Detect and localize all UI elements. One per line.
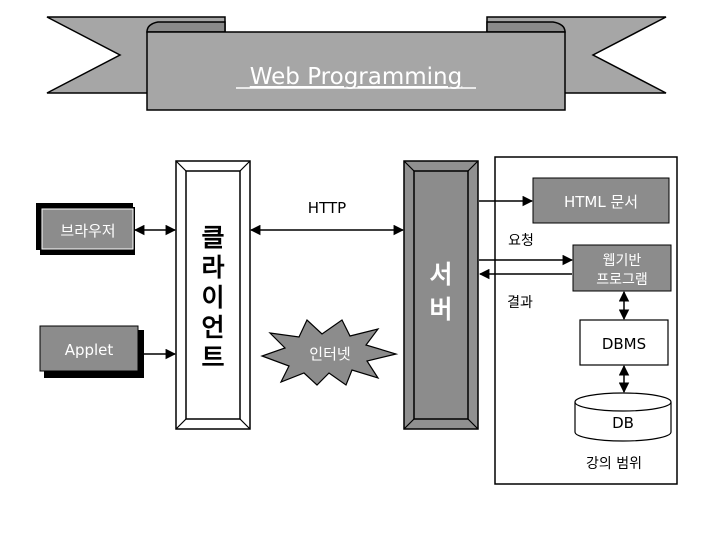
client-pillar: 클 라 이 언 트 [175, 160, 251, 430]
client-char-1: 클 [201, 223, 224, 252]
internet-burst: 인터넷 [260, 318, 399, 386]
web-program-label-line2: 프로그램 [596, 272, 648, 288]
browser-label: 브라우저 [60, 222, 115, 240]
html-document-label: HTML 문서 [564, 193, 638, 211]
server-char-1: 서 [429, 260, 452, 289]
lecture-scope-caption: 강의 범위 [586, 456, 642, 472]
request-label: 요청 [508, 233, 534, 249]
applet-node: Applet [39, 325, 144, 378]
banner-left-curl [146, 21, 226, 33]
client-char-4: 언 [201, 313, 224, 342]
title-banner: Web Programming [46, 16, 667, 111]
db-label: DB [612, 414, 634, 432]
dbms-label: DBMS [602, 335, 646, 353]
server-pillar: 서 버 [403, 160, 479, 430]
client-char-3: 이 [201, 283, 224, 312]
browser-node: 브라우저 [36, 203, 135, 255]
banner-right-curl [486, 21, 566, 33]
html-document-node: HTML 문서 [532, 177, 670, 224]
internet-label: 인터넷 [309, 345, 350, 363]
applet-label: Applet [65, 341, 114, 359]
result-label: 결과 [507, 295, 533, 311]
banner-title: Web Programming [250, 64, 462, 90]
http-label: HTTP [308, 199, 346, 217]
browser-box [41, 208, 134, 250]
applet-box [39, 325, 139, 372]
client-char-5: 트 [201, 343, 224, 372]
web-program-label-line1: 웹기반 [603, 253, 642, 269]
dbms-node: DBMS [579, 319, 669, 366]
client-char-2: 라 [201, 253, 224, 282]
lecture-scope-frame [494, 156, 678, 485]
banner-main [146, 31, 566, 111]
db-cylinder: DB [574, 392, 672, 442]
server-char-2: 버 [429, 295, 452, 324]
web-program-node: 웹기반 프로그램 [572, 244, 672, 292]
